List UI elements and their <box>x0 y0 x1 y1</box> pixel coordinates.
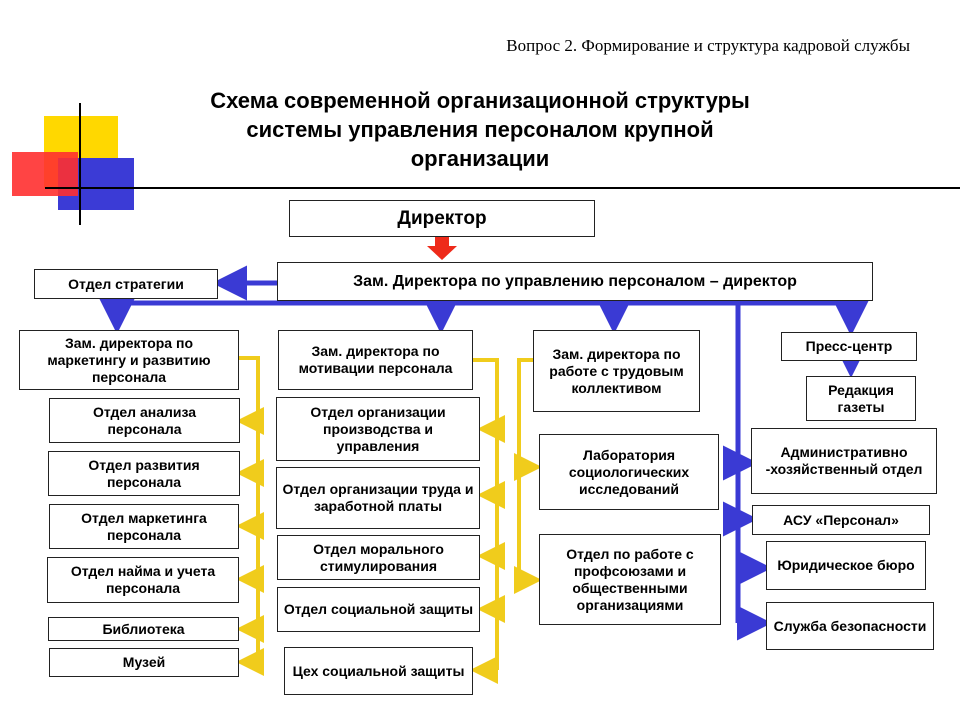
hiring-dept-box: Отдел найма и учета персонала <box>47 557 239 603</box>
deputy-marketing-box: Зам. директора по маркетингу и развитию … <box>19 330 239 390</box>
red-down-arrow <box>427 236 457 260</box>
deputy-hr-director-box: Зам. Директора по управлению персоналом … <box>277 262 873 301</box>
development-dept-box: Отдел развития персонала <box>48 451 240 496</box>
press-center-box: Пресс-центр <box>781 332 917 361</box>
moral-dept-box: Отдел морального стимулирования <box>277 535 480 580</box>
security-service-box: Служба безопасности <box>766 602 934 650</box>
newspaper-box: Редакция газеты <box>806 376 916 421</box>
yellow-connector-group-3 <box>514 358 542 594</box>
admin-dept-box: Административно -хозяйственный отдел <box>751 428 937 494</box>
asu-box: АСУ «Персонал» <box>752 505 930 535</box>
library-box: Библиотека <box>48 617 239 641</box>
legal-bureau-box: Юридическое бюро <box>766 541 926 590</box>
title-line-1: Схема современной организационной структ… <box>210 88 750 113</box>
decor-vertical-line <box>79 103 81 225</box>
slide-header: Вопрос 2. Формирование и структура кадро… <box>506 36 910 55</box>
museum-box: Музей <box>49 648 239 677</box>
marketing-dept-box: Отдел маркетинга персонала <box>49 504 239 549</box>
sociology-lab-box: Лаборатория социологических исследований <box>539 434 719 510</box>
social-shop-box: Цех социальной защиты <box>284 647 473 695</box>
title-line-3: организации <box>410 146 550 171</box>
yellow-connector-group-1 <box>236 356 264 676</box>
labor-dept-box: Отдел организации труда и заработной пла… <box>276 467 480 529</box>
yellow-connector-group-2 <box>470 358 505 684</box>
diagram-title: Схема современной организационной структ… <box>170 86 790 173</box>
title-line-2: системы управления персоналом крупной <box>246 117 714 142</box>
decor-horizontal-line <box>45 187 960 189</box>
strategy-dept-box: Отдел стратегии <box>34 269 218 299</box>
director-box: Директор <box>289 200 595 237</box>
analysis-dept-box: Отдел анализа персонала <box>49 398 240 443</box>
social-dept-box: Отдел социальной защиты <box>277 587 480 632</box>
unions-dept-box: Отдел по работе с профсоюзами и обществе… <box>539 534 721 625</box>
production-dept-box: Отдел организации производства и управле… <box>276 397 480 461</box>
deputy-motivation-box: Зам. директора по мотивации персонала <box>278 330 473 390</box>
deputy-collective-box: Зам. директора по работе с трудовым колл… <box>533 330 700 412</box>
